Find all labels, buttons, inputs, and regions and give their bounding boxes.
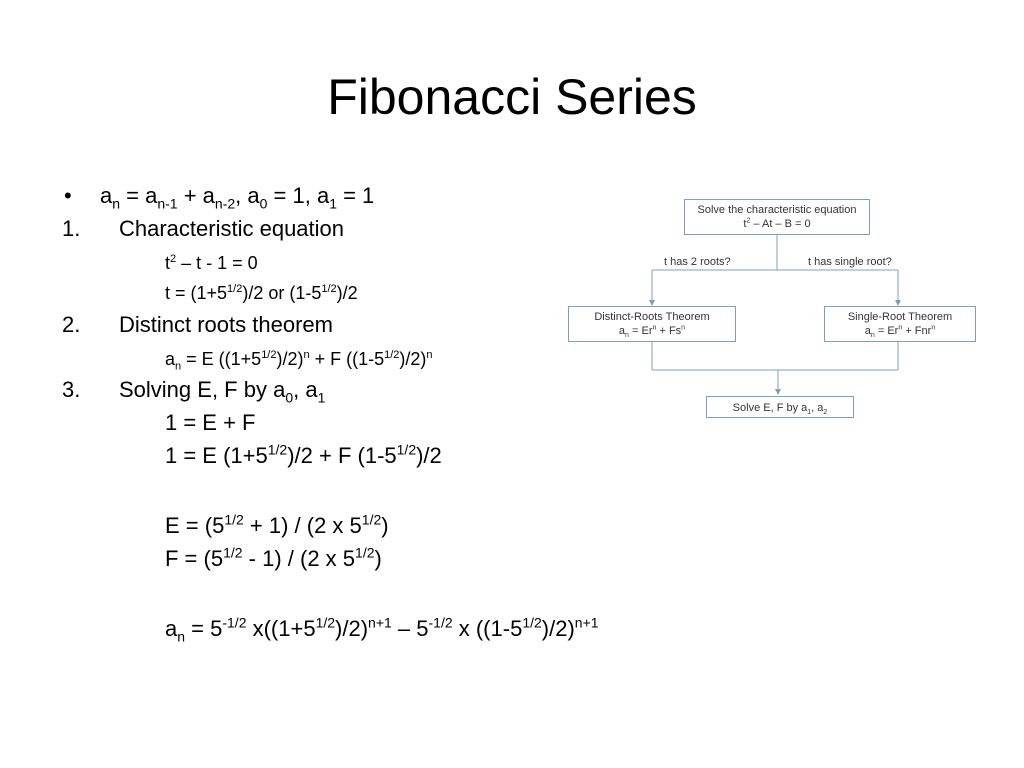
step-2-number: 2. [62, 312, 81, 337]
step-2-label: Distinct roots theorem [119, 312, 333, 337]
step-1-number: 1. [62, 216, 81, 241]
bullet-marker: • [64, 183, 72, 208]
label-two-roots: t has 2 roots? [664, 256, 731, 268]
slide-title: Fibonacci Series [327, 69, 697, 125]
distinct-roots-box: Distinct-Roots Theorem an = Ern + Fsn [568, 306, 736, 342]
label-single-root: t has single root? [808, 256, 892, 268]
step-3-label: Solving E, F by a0, a1 [119, 377, 326, 406]
step-3-number: 3. [62, 377, 81, 402]
single-root-box: Single-Root Theorem an = Ern + Fnrn [824, 306, 976, 342]
solve-characteristic-box: Solve the characteristic equation t2 – A… [684, 199, 870, 235]
step-1-label: Characteristic equation [119, 216, 345, 241]
solve-ef-box: Solve E, F by a1, a2 [706, 396, 854, 418]
recurrence-text: an = an-1 + an-2, a0 = 1, a1 = 1 [100, 183, 375, 212]
flowchart-connectors [649, 235, 901, 395]
